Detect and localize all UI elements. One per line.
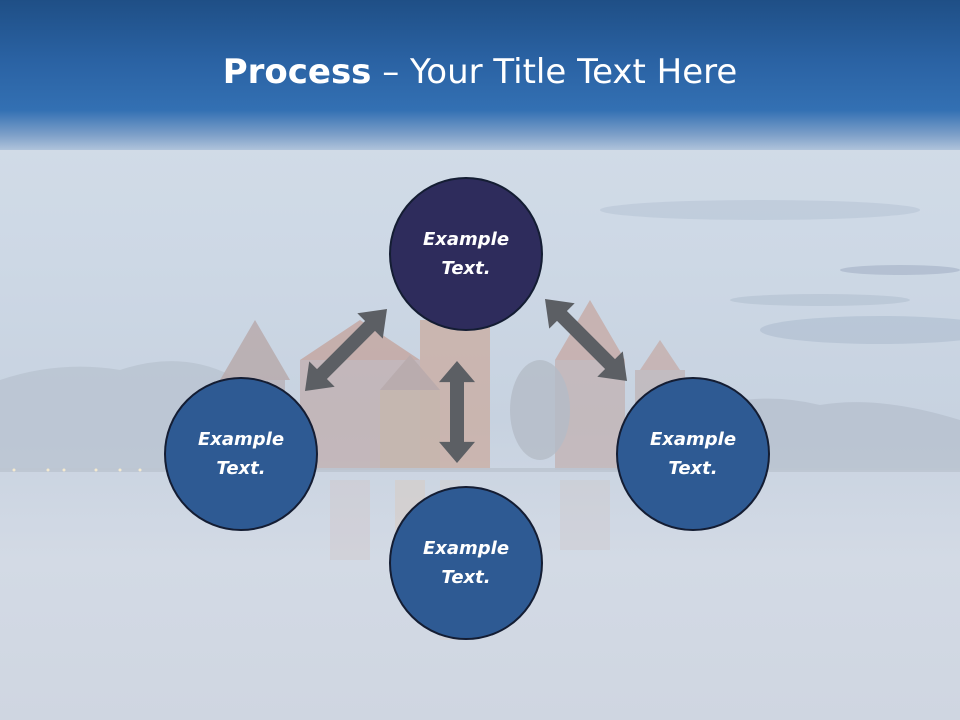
- node-top-label: Example Text.: [422, 229, 510, 279]
- title-rest: – Your Title Text Here: [371, 52, 738, 92]
- node-bottom-label: Example Text.: [422, 538, 510, 588]
- header-band: [0, 0, 960, 150]
- node-left-label: Example Text.: [197, 429, 285, 479]
- node-left: Example Text.: [164, 377, 318, 531]
- arrow-right-top: [532, 286, 640, 394]
- arrow-vertical-center: [439, 360, 475, 464]
- node-top: Example Text.: [389, 177, 543, 331]
- slide-title: Process – Your Title Text Here: [0, 52, 960, 92]
- node-bottom: Example Text.: [389, 486, 543, 640]
- node-right-label: Example Text.: [649, 429, 737, 479]
- node-right: Example Text.: [616, 377, 770, 531]
- title-bold: Process: [222, 52, 372, 92]
- arrow-left-top: [292, 296, 400, 404]
